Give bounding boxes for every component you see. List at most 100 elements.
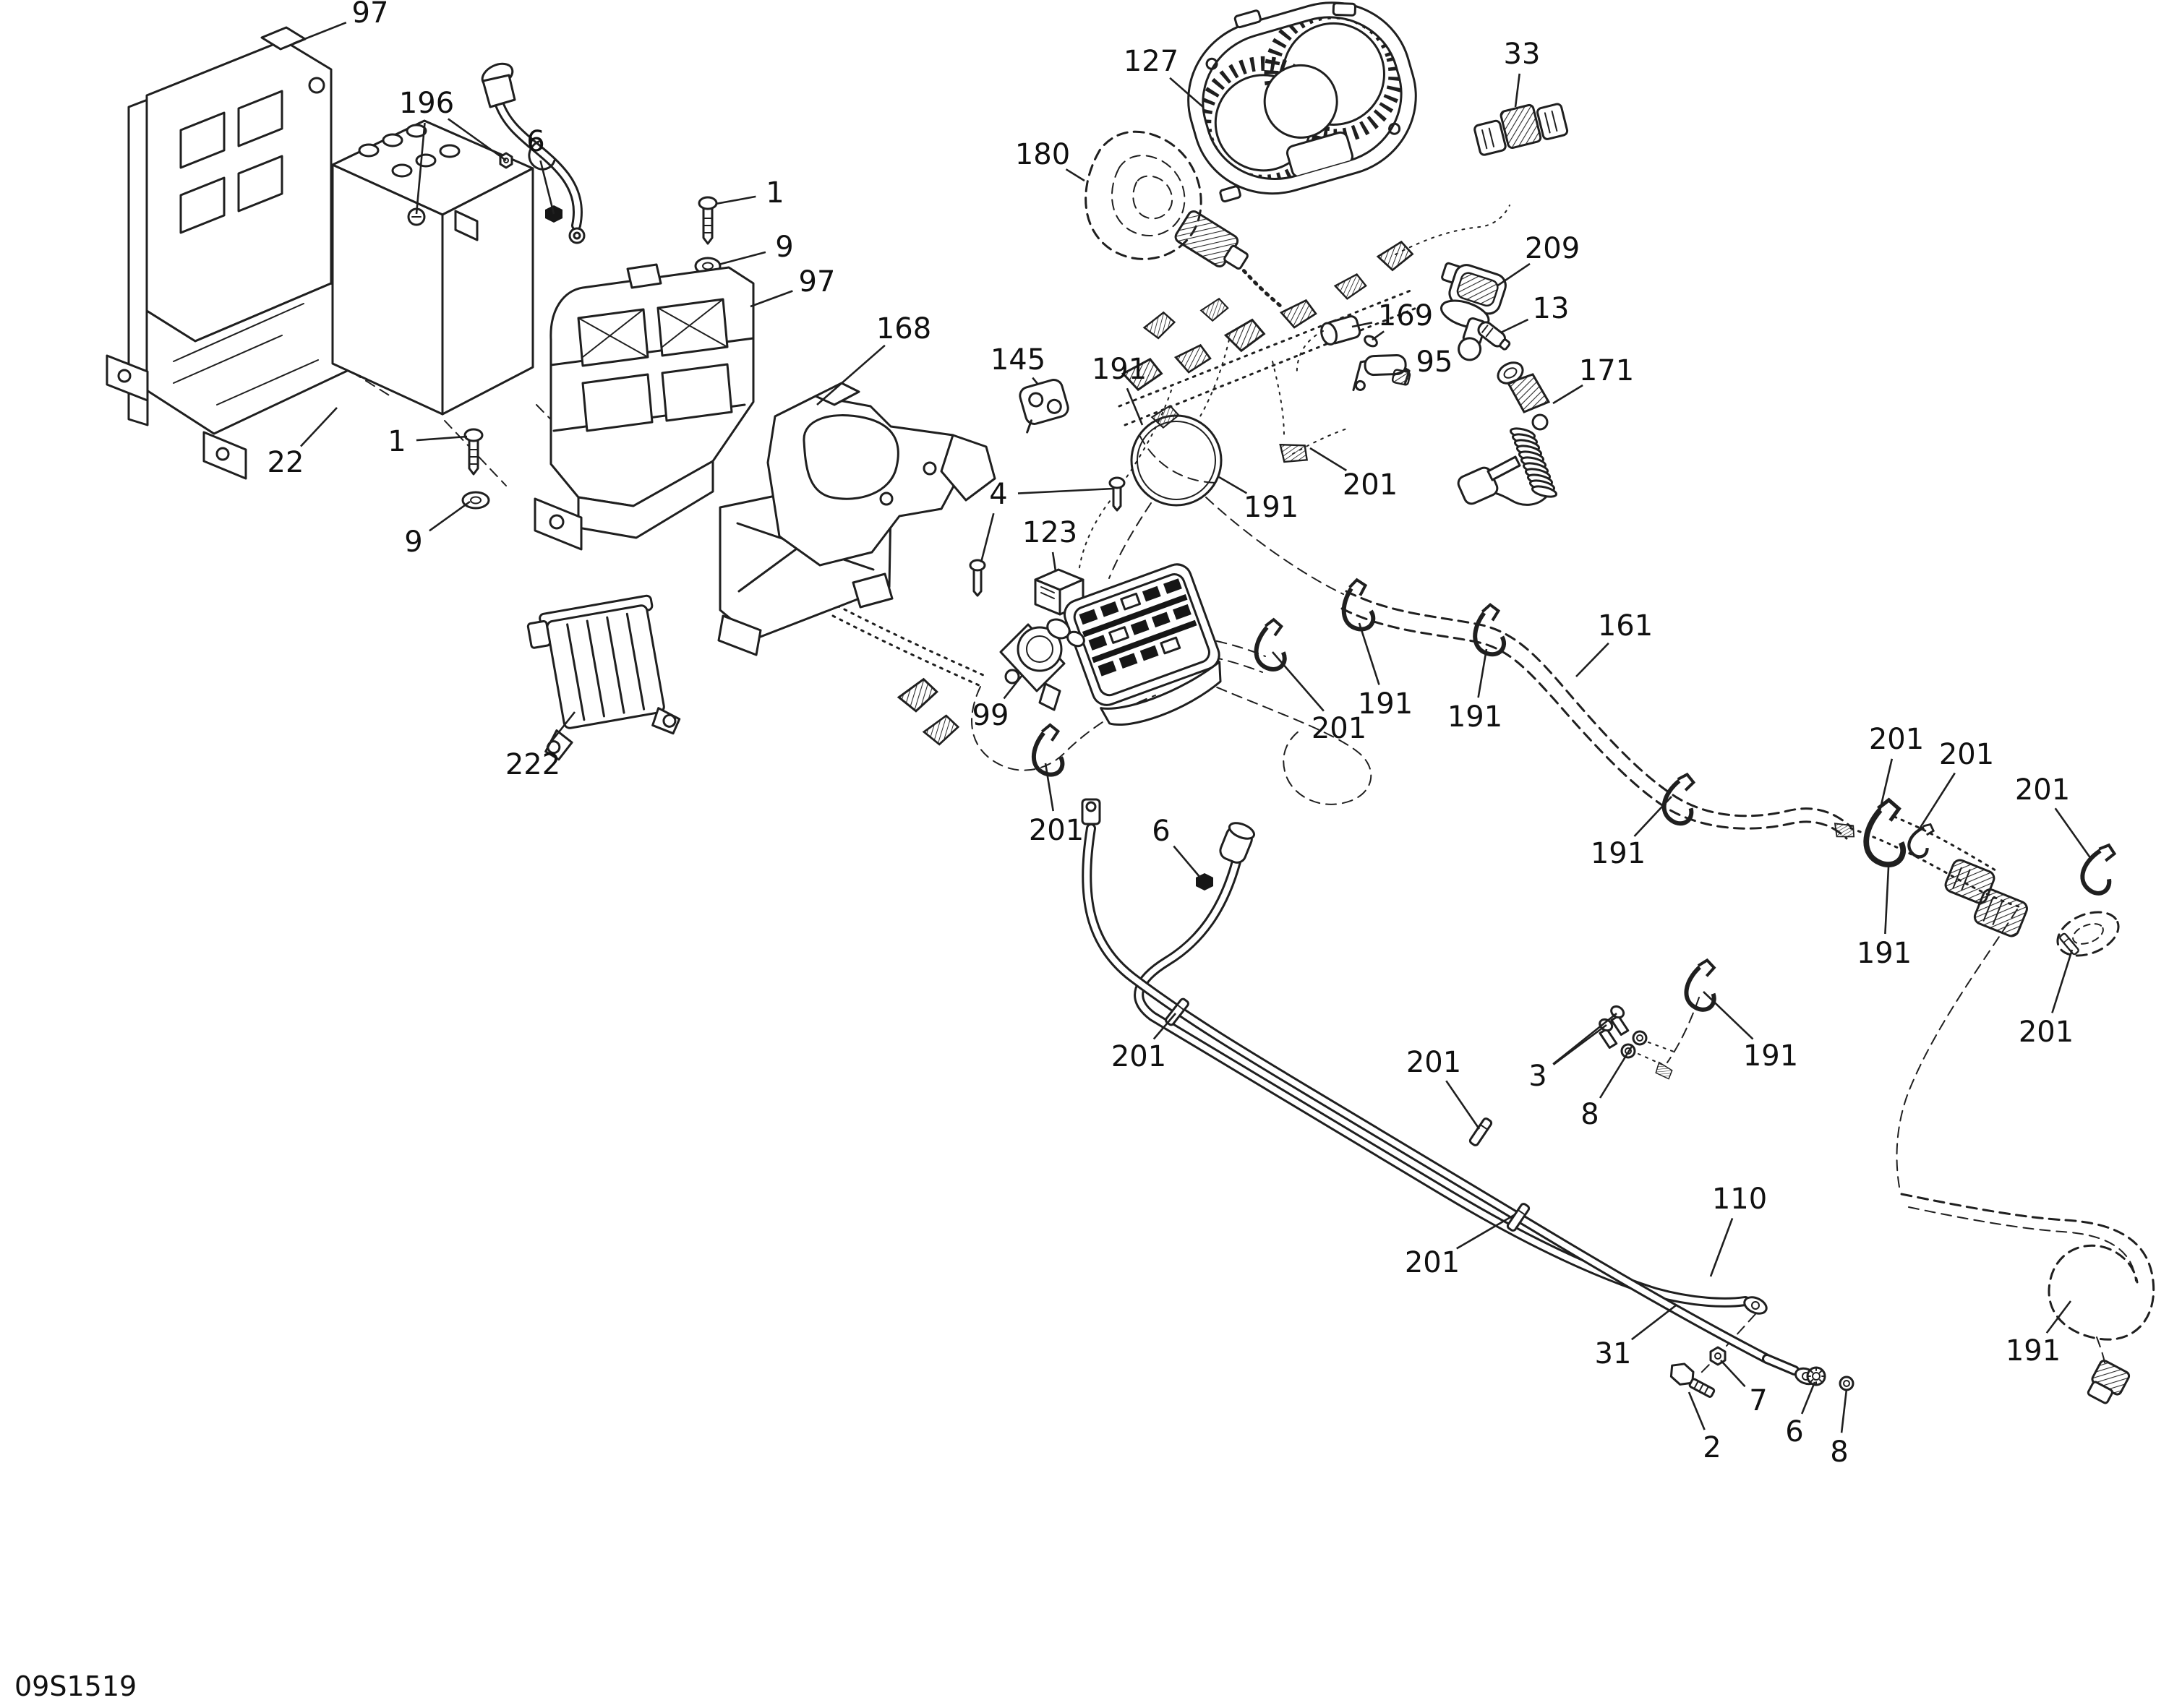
callout-222: 222 [505,711,576,781]
callout-label: 2 [1703,1431,1721,1464]
callout-99: 99 [972,674,1024,732]
callout-label: 171 [1579,354,1634,387]
callout-191: 191 [1857,867,1912,970]
callout-123: 123 [1022,516,1077,572]
callout-label: 201 [1405,1246,1460,1279]
leader-line [1358,622,1380,685]
leader-line [1496,262,1531,288]
callout-4: 4 [980,478,1114,563]
callout-label: 201 [1406,1046,1461,1079]
callout-97: 97 [750,265,835,308]
leader-line [1351,322,1373,328]
callout-196: 196 [399,87,507,215]
leader-line [1703,991,1754,1040]
bolt-1a [698,196,718,245]
mounting-hardware [1599,1005,1854,1398]
leader-line [1878,758,1894,812]
leader-line [1456,1213,1516,1250]
callout-label: 22 [268,446,304,479]
callout-8: 8 [1580,1044,1634,1131]
callout-209: 209 [1496,232,1580,288]
callout-label: 123 [1022,516,1077,549]
washer-8c [1839,1376,1854,1391]
leader-line [1917,772,1956,831]
callout-191: 191 [2006,1300,2072,1368]
callout-97: 97 [293,0,388,45]
battery-tray-rear [106,26,372,480]
callout-6: 6 [526,125,555,215]
leader-line [1800,1381,1816,1415]
leader-line [1631,1304,1677,1341]
leader-line [2045,1300,2072,1334]
callout-label: 9 [404,525,422,559]
callout-label: 161 [1598,609,1653,643]
callout-label: 191 [1244,491,1299,524]
callout-161: 161 [1575,609,1653,677]
callout-201: 201 [1406,1046,1481,1130]
callout-label: 6 [1152,815,1170,848]
bolt-2 [1669,1362,1716,1398]
callout-33: 33 [1504,38,1541,108]
callout-label: 201 [1869,723,1924,756]
callout-13: 13 [1500,292,1569,334]
callout-label: 4 [989,478,1007,511]
leader-line [1169,77,1204,108]
leader-line [1687,1391,1706,1430]
leader-line [750,290,793,308]
callout-95: 95 [1393,346,1453,379]
callout-label: 145 [991,343,1045,377]
callout-label: 196 [399,87,454,120]
callout-201: 201 [1405,1213,1516,1279]
callout-201: 201 [2015,773,2092,859]
safety-lanyard-171 [1457,361,1558,506]
leader-line [429,500,471,532]
callout-label: 8 [1830,1436,1848,1469]
battery-tray-front [534,263,755,551]
leader-line [1720,1360,1746,1388]
leader-line [1017,487,1114,494]
callout-191: 191 [1358,622,1413,721]
callout-label: 201 [1029,814,1084,847]
leader-line [1884,867,1890,935]
callout-label: 201 [2015,773,2070,807]
connector-33 [1473,103,1569,156]
callout-label: 191 [1358,687,1413,721]
leader-line [1372,330,1385,341]
leader-line [2051,949,2074,1013]
bolt-4b [969,559,986,597]
leader-line [1500,318,1529,334]
fuse-box [1064,563,1222,726]
callout-label: 209 [1525,232,1580,265]
sensor-99 [999,618,1085,711]
leader-line [1514,73,1520,108]
callout-label: 33 [1504,38,1541,71]
callout-label: 201 [1939,738,1994,771]
leader-line [1709,1217,1734,1277]
callout-9: 9 [404,500,471,559]
harness-connector-bottom-right [2087,1360,2131,1404]
callout-label: 31 [1595,1337,1632,1370]
callout-6: 6 [1785,1381,1816,1449]
bulb-13 [1477,321,1511,351]
washer-6c [1806,1366,1826,1386]
leader-line [980,512,995,563]
callout-label: 8 [1580,1098,1599,1131]
battery-cables [1081,798,1818,1386]
callout-6: 6 [1152,815,1201,878]
callout-label: 9 [775,231,793,264]
callout-201: 201 [1111,1013,1176,1073]
leader-line [1051,552,1057,572]
leader-line [415,122,426,215]
callout-1: 1 [388,425,468,458]
callout-201: 201 [1869,723,1924,812]
callout-169: 169 [1351,299,1433,341]
leader-line [1173,845,1201,878]
leader-line [1126,387,1144,426]
leader-line [293,21,347,45]
leader-line [715,195,756,205]
callout-127: 127 [1124,45,1204,108]
callout-label: 6 [526,125,544,158]
callout-label: 191 [1857,937,1912,970]
callout-8: 8 [1830,1389,1849,1469]
leader-line [539,160,555,215]
